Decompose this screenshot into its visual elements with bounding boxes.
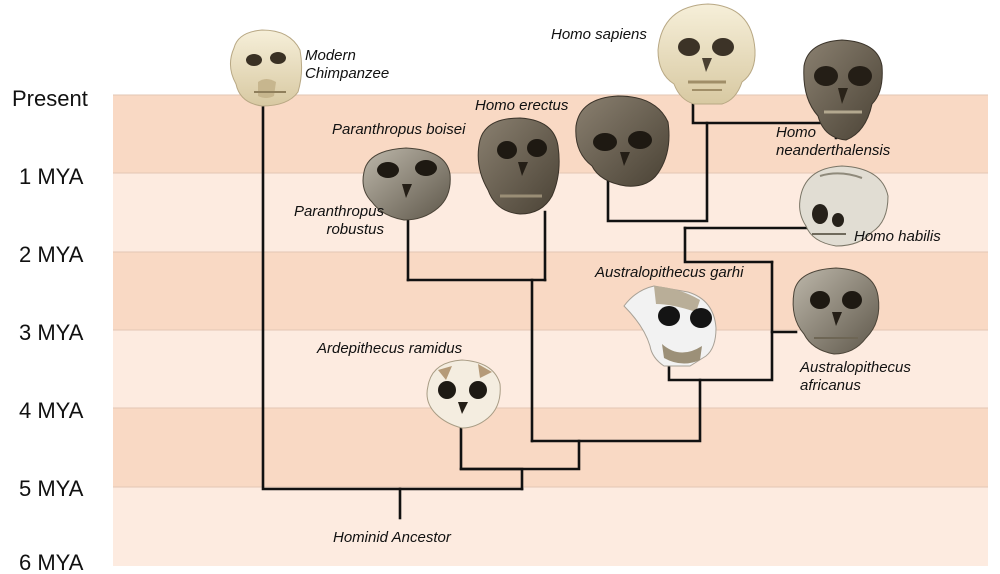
label-homo-erectus: Homo erectus: [475, 97, 569, 114]
label-homo-sapiens: Homo sapiens: [551, 26, 647, 43]
skull-neanderthalensis: [803, 39, 883, 141]
time-label-5-mya: 5 MYA: [19, 476, 84, 501]
label-modern-chimpanzee-line1: Modern: [305, 47, 356, 64]
skull-homo-erectus: [575, 95, 670, 187]
time-label-6-mya: 6 MYA: [19, 550, 84, 574]
time-label-1-mya: 1 MYA: [19, 164, 84, 189]
label-hominid-ancestor: Hominid Ancestor: [333, 529, 452, 546]
label-neanderthalensis-line1: Homo: [776, 124, 816, 141]
label-australopithecus-africanus-line2: africanus: [800, 377, 861, 394]
homo-habilis-skull-icon: [799, 165, 889, 247]
branch-hominin-node: [459, 439, 581, 471]
skull-australopithecus-garhi: [623, 285, 717, 367]
australopithecus-garhi-skull-icon: [623, 285, 717, 367]
skull-australopithecus-africanus: [792, 267, 880, 355]
skull-paranthropus-boisei: [477, 117, 560, 215]
branch-homo-stem: [683, 226, 774, 264]
time-label-present: Present: [12, 86, 88, 111]
australopithecus-africanus-skull-icon: [792, 267, 880, 355]
label-homo-habilis: Homo habilis: [854, 228, 941, 245]
skull-chimpanzee: [230, 29, 303, 107]
skull-homo-sapiens: [657, 3, 756, 105]
label-ardepithecus-ramidus: Ardepithecus ramidus: [316, 340, 463, 357]
label-paranthropus-robustus-line1: Paranthropus: [294, 203, 385, 220]
label-australopithecus-africanus-line1: Australopithecus: [799, 359, 911, 376]
branch-garhi-africanus: [667, 260, 774, 382]
paranthropus-robustus-skull-icon: [362, 147, 451, 221]
label-paranthropus-boisei: Paranthropus boisei: [332, 121, 466, 138]
label-paranthropus-robustus-line2: robustus: [326, 221, 384, 238]
ardepithecus-ramidus-skull-icon: [426, 359, 501, 429]
homo-sapiens-skull-icon: [657, 3, 756, 105]
skull-paranthropus-robustus: [362, 147, 451, 221]
time-band-5-6mya: [113, 487, 988, 566]
label-modern-chimpanzee-line2: Chimpanzee: [305, 65, 389, 82]
branch-chimp-hominin-split: [261, 103, 524, 491]
time-label-4-mya: 4 MYA: [19, 398, 84, 423]
branch-paranthropus-australopith-split: [530, 378, 702, 443]
time-axis: Present 1 MYA 2 MYA 3 MYA 4 MYA 5 MYA 6 …: [12, 86, 88, 574]
skull-homo-habilis: [799, 165, 889, 247]
time-label-2-mya: 2 MYA: [19, 242, 84, 267]
neanderthal-skull-icon: [803, 39, 883, 141]
label-neanderthalensis-line2: neanderthalensis: [776, 142, 891, 159]
skull-ardepithecus-ramidus: [426, 359, 501, 429]
species-labels: Modern Chimpanzee Homo sapiens Homo nean…: [294, 26, 941, 546]
paranthropus-boisei-skull-icon: [477, 117, 560, 215]
time-label-3-mya: 3 MYA: [19, 320, 84, 345]
homo-erectus-skull-icon: [575, 95, 670, 187]
chimpanzee-skull-icon: [230, 29, 303, 107]
label-australopithecus-garhi: Australopithecus garhi: [594, 264, 744, 281]
branch-erectus-node: [606, 121, 709, 223]
time-band-4-5mya: [113, 408, 988, 487]
